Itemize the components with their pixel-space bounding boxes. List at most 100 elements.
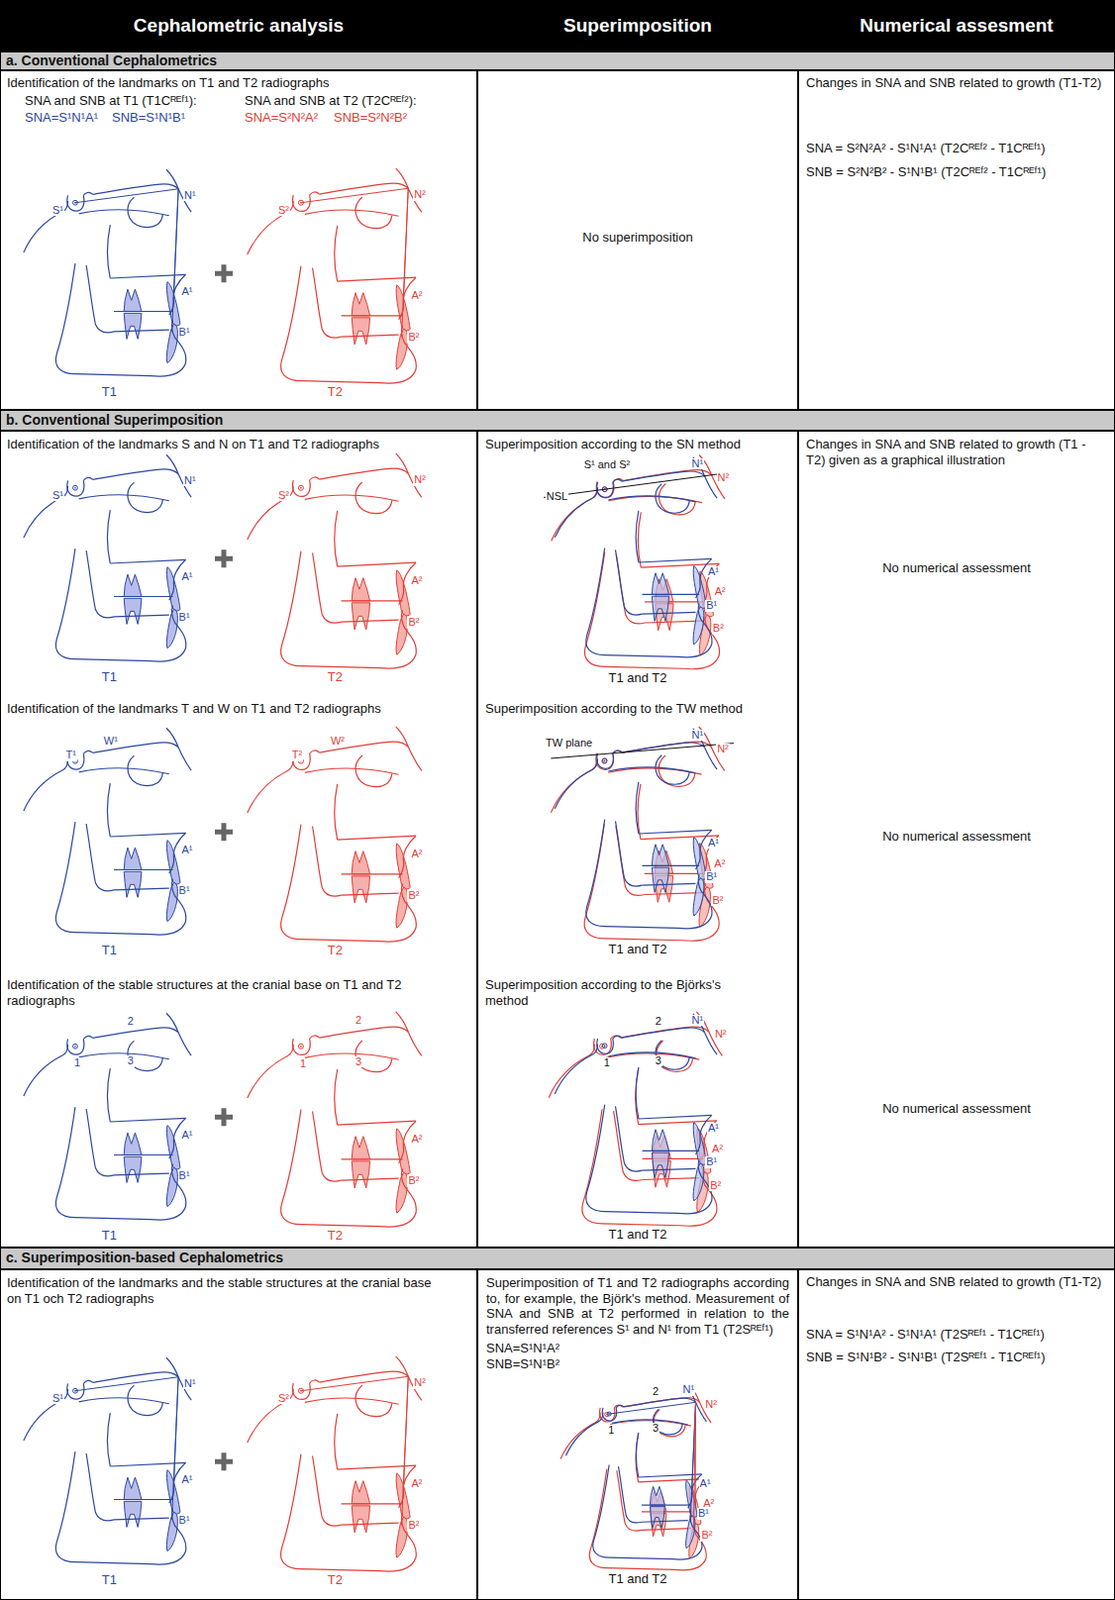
landmark-label: B¹ bbox=[178, 1170, 192, 1183]
skull-outline bbox=[586, 548, 712, 658]
skull-outline bbox=[67, 195, 85, 211]
skull-outline bbox=[83, 192, 93, 196]
sn-line bbox=[301, 1376, 408, 1392]
skull-outline bbox=[312, 1456, 342, 1527]
skull-outline bbox=[618, 1466, 642, 1523]
t2-tracing bbox=[551, 455, 725, 670]
skull-outline bbox=[608, 1052, 696, 1059]
table-cell: Changes in SNA and SNB related to growth… bbox=[798, 1269, 1115, 1600]
landmark-label: 2 bbox=[126, 1015, 135, 1028]
nb-line bbox=[172, 1377, 180, 1521]
table-cell: Superimposition according to the SN meth… bbox=[477, 430, 799, 1248]
skull-outline bbox=[127, 197, 163, 227]
nsl-line bbox=[543, 473, 726, 499]
skull-outline bbox=[396, 1356, 409, 1377]
landmark-label: 3 bbox=[654, 1055, 663, 1068]
landmark-label: A¹ bbox=[180, 571, 194, 584]
landmark-label: S¹ bbox=[51, 490, 65, 503]
skull-outline bbox=[355, 197, 393, 229]
skull-outline bbox=[106, 509, 110, 564]
skull-outline bbox=[247, 1044, 294, 1099]
timepoint-caption: T1 bbox=[101, 1573, 118, 1588]
landmark-label: B¹ bbox=[178, 611, 192, 624]
growth-group bbox=[23, 727, 192, 935]
nb-line bbox=[401, 188, 408, 337]
skull-outline bbox=[594, 1038, 612, 1055]
skull-outline bbox=[337, 835, 416, 840]
tooth-shape bbox=[651, 844, 669, 867]
landmark-label: N¹ bbox=[691, 729, 706, 742]
landmark-label: A² bbox=[409, 575, 423, 588]
skull-outline bbox=[318, 183, 408, 195]
skull-outline bbox=[635, 1432, 638, 1478]
landmark-label: T² bbox=[291, 749, 304, 762]
cell-text: SNA and SNB at T1 (T1Cᴿᴱᶠ¹): bbox=[24, 93, 198, 109]
landmark-label: B² bbox=[406, 331, 420, 344]
landmark-label: N¹ bbox=[183, 1378, 198, 1391]
skull-outline bbox=[83, 477, 93, 481]
skull-outline bbox=[655, 484, 690, 513]
cell-text: SNB = S¹N¹B² - S¹N¹B¹ (T2Sᴿᴱᶠ¹ - T1Cᴿᴱᶠ¹… bbox=[806, 1349, 1046, 1366]
skull-outline bbox=[304, 495, 400, 502]
growth-group bbox=[550, 726, 724, 941]
skull-outline bbox=[642, 865, 701, 867]
skull-outline bbox=[113, 1173, 170, 1176]
skull-outline bbox=[166, 169, 179, 190]
tooth-shape bbox=[651, 1152, 669, 1178]
skull-outline bbox=[642, 883, 697, 886]
skull-outline bbox=[106, 224, 110, 279]
skull-outline bbox=[309, 750, 320, 754]
column-header: Numerical assesment bbox=[798, 0, 1115, 52]
skull-outline bbox=[334, 1414, 338, 1470]
skull-outline bbox=[304, 209, 400, 216]
skull-outline bbox=[55, 1107, 186, 1220]
skull-outline bbox=[584, 552, 719, 670]
t1-tracing bbox=[554, 1013, 717, 1215]
skull-outline bbox=[113, 596, 174, 598]
cell-text: No numerical assessment bbox=[799, 1101, 1115, 1117]
landmark-label: B¹ bbox=[705, 871, 718, 884]
skull-outline bbox=[281, 1110, 417, 1227]
landmark-label: 1 bbox=[603, 1057, 611, 1070]
sella-dot bbox=[74, 1045, 77, 1048]
landmark-label: 2 bbox=[654, 1015, 663, 1028]
skull-outline bbox=[696, 558, 712, 599]
skull-outline bbox=[79, 495, 170, 502]
nb-line bbox=[693, 1402, 696, 1530]
timepoint-caption: T1 bbox=[101, 385, 118, 400]
growth-group bbox=[554, 457, 717, 658]
landmark-label: B² bbox=[710, 895, 724, 908]
growth-group bbox=[247, 1356, 422, 1572]
skull-outline bbox=[560, 1413, 601, 1460]
cell-text: Changes in SNA and SNB related to growth… bbox=[806, 75, 1104, 92]
skull-outline bbox=[83, 1380, 93, 1384]
timepoint-caption: T1 and T2 bbox=[607, 1572, 668, 1587]
timepoint-caption: T1 bbox=[101, 943, 118, 958]
timepoint-caption: T2 bbox=[326, 1573, 344, 1588]
cell-text: SNA and SNB at T2 (T2Cᴿᴱᶠ²): bbox=[244, 93, 417, 109]
skull-outline bbox=[79, 1398, 170, 1405]
skull-outline bbox=[612, 1035, 622, 1039]
skull-outline bbox=[638, 1115, 712, 1119]
skull-outline bbox=[127, 482, 163, 512]
skull-outline bbox=[83, 1035, 93, 1039]
skull-outline bbox=[113, 329, 170, 332]
skull-outline bbox=[23, 1044, 69, 1097]
skull-outline bbox=[641, 1520, 689, 1523]
nb-line bbox=[401, 1376, 408, 1525]
tooth-shape bbox=[651, 1129, 669, 1152]
tooth-shape bbox=[651, 867, 669, 893]
tooth-shape bbox=[123, 289, 142, 311]
sella-point bbox=[298, 485, 304, 491]
sella-point bbox=[602, 758, 608, 764]
skull-outline bbox=[641, 1528, 692, 1531]
landmark-label: 1 bbox=[607, 1424, 615, 1437]
skull-outline bbox=[638, 829, 712, 834]
cell-text: Identification of the stable structures … bbox=[6, 977, 443, 1009]
sella-dot bbox=[300, 487, 303, 490]
skull-outline bbox=[67, 480, 85, 497]
landmark-label: B¹ bbox=[178, 326, 192, 339]
skull-outline bbox=[292, 1383, 310, 1400]
skull-outline bbox=[608, 496, 696, 503]
landmark-label: A¹ bbox=[707, 1122, 720, 1135]
